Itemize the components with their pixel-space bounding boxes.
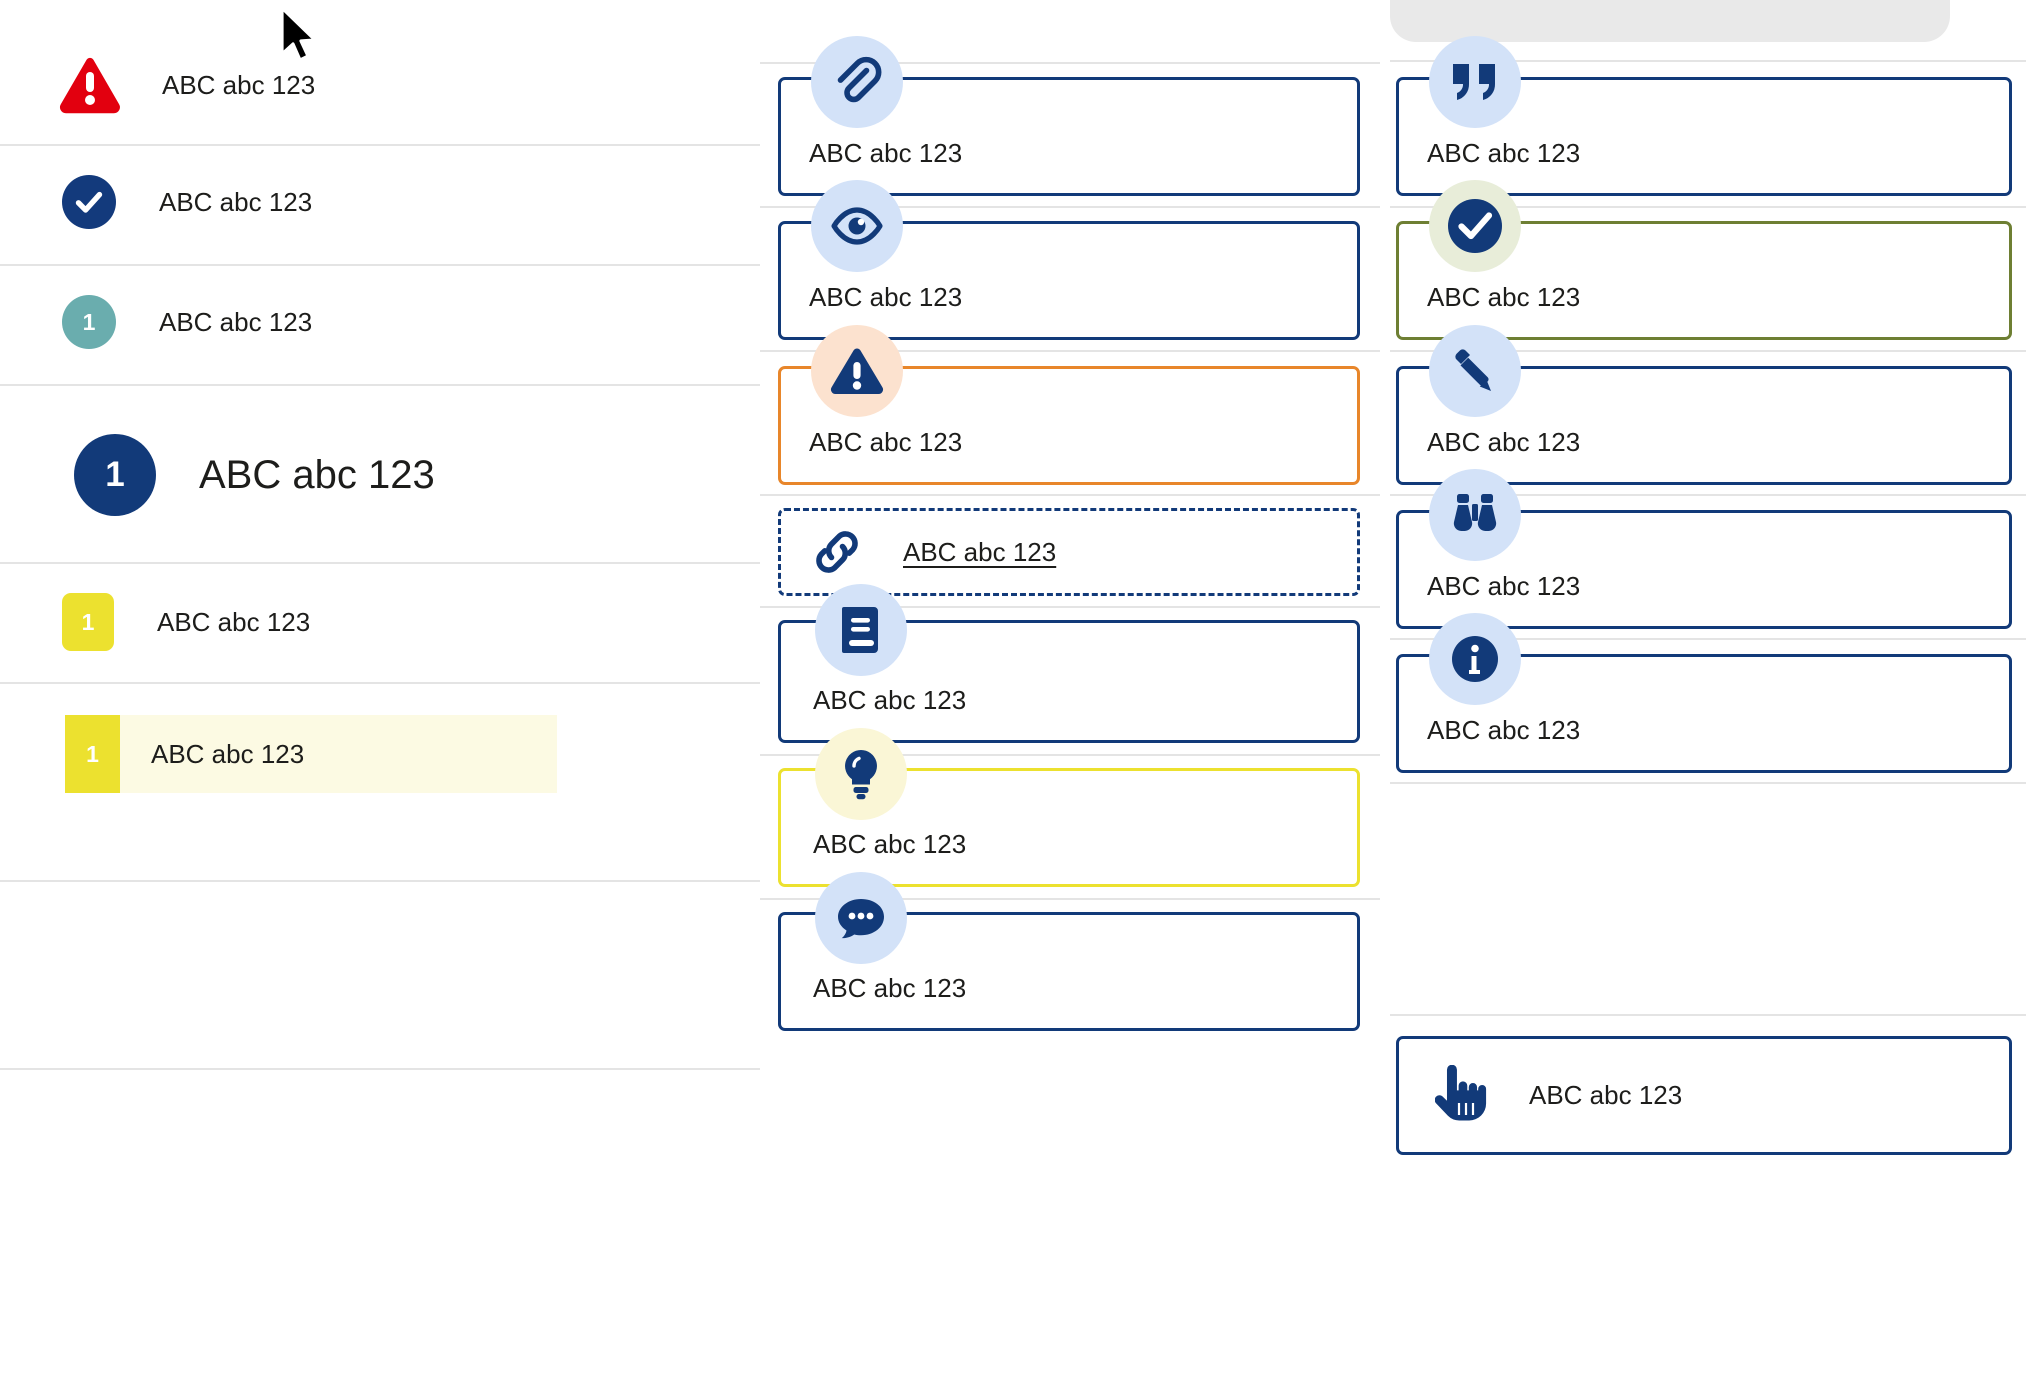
warning-triangle-icon: [811, 325, 903, 417]
badge-value: 1: [81, 608, 95, 635]
paperclip-icon: [811, 36, 903, 128]
card-separator: [760, 350, 1380, 352]
list-item-label: ABC abc 123: [199, 452, 435, 497]
list-separator: [0, 384, 760, 386]
list-item-check[interactable]: ABC abc 123: [0, 175, 760, 229]
warning-triangle-icon: [58, 55, 122, 115]
list-separator: [0, 1068, 760, 1070]
pencil-icon: [1429, 325, 1521, 417]
list-item-label: ABC abc 123: [162, 69, 316, 100]
badge-value: 1: [82, 308, 96, 335]
check-circle-icon: [62, 175, 116, 229]
list-item-label: ABC abc 123: [159, 186, 313, 217]
card-separator: [760, 494, 1380, 496]
card-label: ABC abc 123: [1529, 1080, 1683, 1110]
panel-bottom-separator: [1390, 60, 2026, 62]
card-separator: [1390, 206, 2026, 208]
card-label: ABC abc 123: [1427, 138, 1581, 168]
check-circle-icon: [1429, 180, 1521, 272]
card-label: ABC abc 123: [809, 427, 963, 457]
list-separator: [0, 144, 760, 146]
number-badge-icon: 1: [62, 593, 114, 651]
card-label: ABC abc 123: [813, 973, 967, 1003]
list-separator: [0, 562, 760, 564]
card-separator: [1390, 494, 2026, 496]
card-action[interactable]: ABC abc 123: [1396, 1036, 2012, 1155]
card-separator: [1390, 350, 2026, 352]
card-link[interactable]: ABC abc 123: [778, 508, 1360, 596]
card-label: ABC abc 123: [1427, 427, 1581, 457]
card-label: ABC abc 123: [813, 685, 967, 715]
badge-value: 1: [105, 455, 125, 494]
card-label: ABC abc 123: [1427, 282, 1581, 312]
list-item-label: ABC abc 123: [159, 306, 313, 337]
book-icon: [815, 584, 907, 676]
quote-icon: [1429, 36, 1521, 128]
number-badge-icon: 1: [62, 295, 116, 349]
number-badge-icon: 1: [65, 715, 120, 793]
card-separator: [760, 206, 1380, 208]
list-item-highlighted[interactable]: 1 ABC abc 123: [65, 715, 557, 793]
card-separator: [1390, 1014, 2026, 1016]
card-separator: [760, 898, 1380, 900]
card-label: ABC abc 123: [1427, 715, 1581, 745]
list-item-yellow-number[interactable]: 1 ABC abc 123: [0, 593, 760, 651]
list-item-navy-number[interactable]: 1 ABC abc 123: [0, 434, 760, 516]
card-label: ABC abc 123: [809, 282, 963, 312]
card-label: ABC abc 123: [1427, 571, 1581, 601]
card-visibility[interactable]: ABC abc 123: [778, 221, 1360, 340]
panel-header-strip: [1390, 0, 1950, 42]
list-item-label: ABC abc 123: [157, 606, 311, 637]
status-list: ABC abc 123 ABC abc 123 1 ABC abc 123 1 …: [0, 0, 760, 1392]
list-separator: [0, 880, 760, 882]
list-separator: [0, 264, 760, 266]
card-separator: [760, 606, 1380, 608]
card-separator: [760, 754, 1380, 756]
card-observe[interactable]: ABC abc 123: [1396, 510, 2012, 629]
card-link-label[interactable]: ABC abc 123: [903, 536, 1057, 567]
list-separator: [0, 682, 760, 684]
pointing-hand-icon: [1435, 1064, 1489, 1127]
binoculars-icon: [1429, 469, 1521, 561]
info-circle-icon: [1429, 613, 1521, 705]
card-label: ABC abc 123: [809, 138, 963, 168]
card-warning[interactable]: ABC abc 123: [778, 366, 1360, 485]
number-badge-icon: 1: [74, 434, 156, 516]
card-info[interactable]: ABC abc 123: [1396, 654, 2012, 773]
eye-icon: [811, 180, 903, 272]
card-separator: [1390, 638, 2026, 640]
card-label: ABC abc 123: [813, 829, 967, 859]
speech-bubble-icon: [815, 872, 907, 964]
chain-link-icon: [811, 526, 863, 578]
mouse-pointer: [277, 6, 323, 73]
card-book[interactable]: ABC abc 123: [778, 620, 1360, 743]
list-item-teal-number[interactable]: 1 ABC abc 123: [0, 295, 760, 349]
badge-value: 1: [86, 740, 99, 767]
list-item-warning[interactable]: ABC abc 123: [0, 54, 760, 116]
lightbulb-icon: [815, 728, 907, 820]
card-separator: [760, 62, 1380, 64]
card-separator: [1390, 782, 2026, 784]
list-item-label: ABC abc 123: [151, 738, 305, 769]
